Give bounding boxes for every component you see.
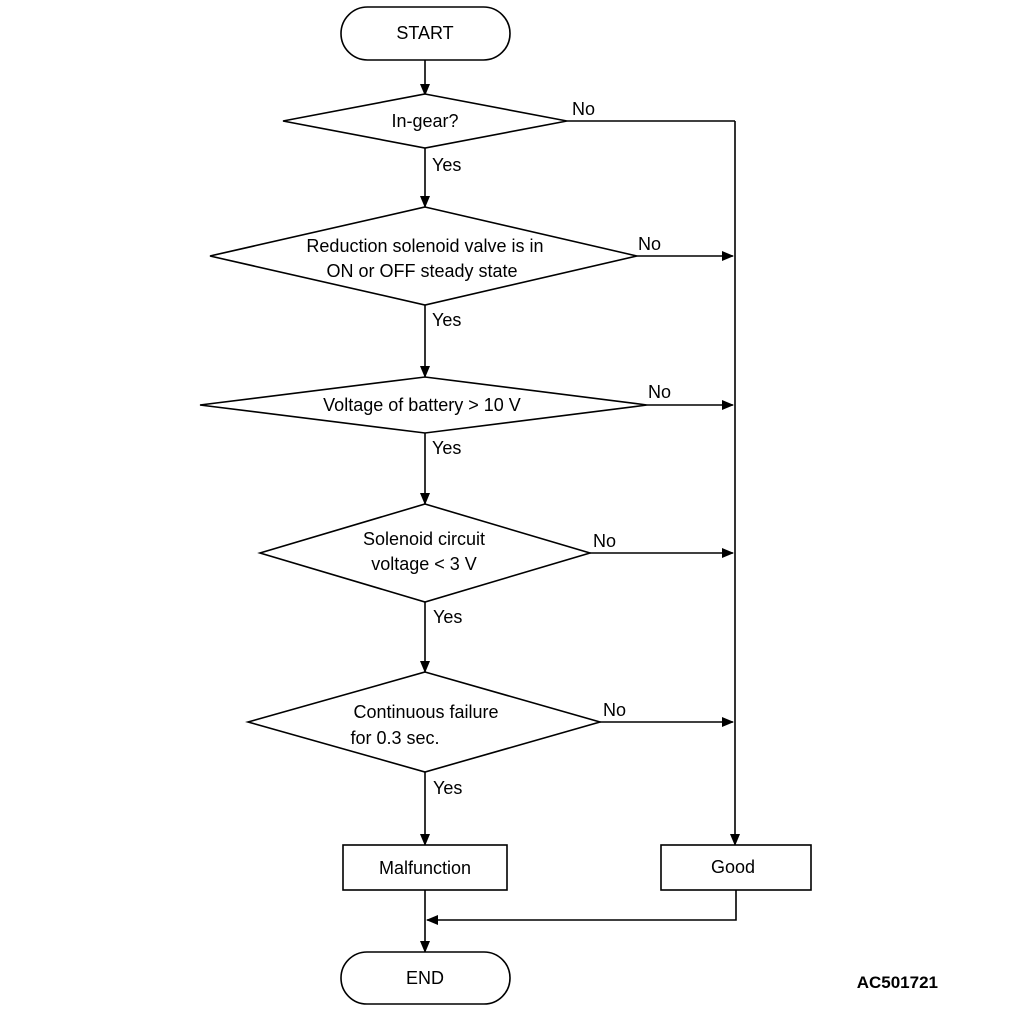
yes-label-1: Yes: [432, 155, 461, 175]
end-terminal: [340, 951, 511, 1005]
yes-label-4: Yes: [433, 607, 462, 627]
decision-solenoid-line2: voltage < 3 V: [371, 554, 477, 574]
yes-label-5: Yes: [433, 778, 462, 798]
end-label: END: [406, 968, 444, 988]
decision-battery-text: Voltage of battery > 10 V: [323, 395, 521, 415]
malfunction-label: Malfunction: [379, 858, 471, 878]
no-label-1: No: [572, 99, 595, 119]
decision-continuous-failure: [245, 671, 603, 773]
no-label-5: No: [603, 700, 626, 720]
decision-reduction-line2: ON or OFF steady state: [326, 261, 517, 281]
good-label: Good: [711, 857, 755, 877]
good-box: [660, 844, 812, 891]
arrow-good-to-merge: [426, 890, 737, 925]
decision-solenoid-line1: Solenoid circuit: [363, 529, 485, 549]
decision-reduction-line1: Reduction solenoid valve is in: [306, 236, 543, 256]
no-label-2: No: [638, 234, 661, 254]
no-label-3: No: [648, 382, 671, 402]
no-label-4: No: [593, 531, 616, 551]
figure-code: AC501721: [857, 973, 938, 992]
decision-reduction-solenoid: [209, 206, 638, 306]
decision-in-gear-text: In-gear?: [391, 111, 458, 131]
yes-label-2: Yes: [432, 310, 461, 330]
yes-label-3: Yes: [432, 438, 461, 458]
malfunction-box: [342, 844, 508, 891]
decision-continuous-line2: for 0.3 sec.: [350, 728, 439, 748]
decision-continuous-line1: Continuous failure: [353, 702, 498, 722]
start-label: START: [396, 23, 453, 43]
